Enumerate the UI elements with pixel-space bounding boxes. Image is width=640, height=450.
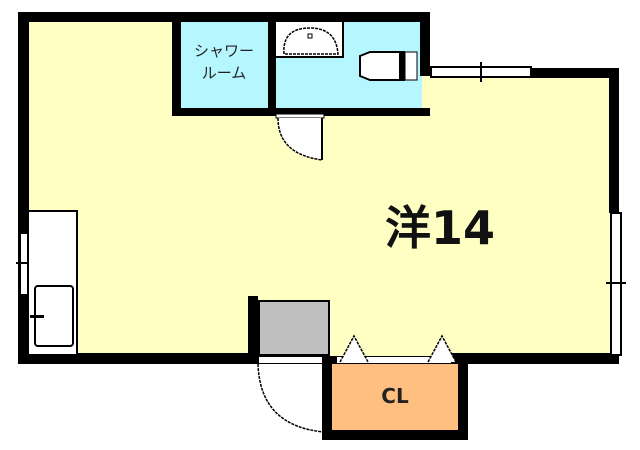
entry-wall-left	[248, 296, 258, 364]
exterior-top-right	[428, 0, 640, 72]
entry-door[interactable]	[256, 362, 330, 438]
wall-top-right	[530, 68, 619, 78]
closet-door-left[interactable]	[336, 332, 372, 364]
wall-shower-right	[268, 12, 276, 116]
main-room-label: 洋14	[384, 201, 495, 255]
toilet-icon	[359, 51, 418, 81]
kitchen-sink	[34, 285, 74, 347]
washbasin-icon	[283, 27, 339, 55]
wall-bottom-left	[18, 353, 258, 364]
closet-label: CL	[381, 384, 409, 408]
window-right-mullion	[606, 282, 626, 284]
shower-room-label-2: ルーム	[201, 64, 247, 82]
window-right	[610, 212, 622, 356]
closet	[332, 364, 458, 430]
wall-shower-left	[172, 12, 181, 116]
window-left-mullion	[16, 262, 28, 264]
shower-room-label-1: シャワー	[193, 42, 254, 60]
wall-left	[18, 12, 29, 364]
window-top-mullion	[480, 62, 482, 82]
closet-door-right[interactable]	[424, 332, 460, 364]
bathroom-door[interactable]	[275, 113, 328, 164]
wall-right	[609, 68, 619, 213]
window-left	[19, 232, 29, 296]
wall-bottom-right	[450, 353, 619, 364]
faucet	[30, 315, 44, 318]
wall-bath-right	[420, 12, 430, 76]
shower-room	[180, 20, 272, 112]
wall-wet-bottom	[172, 108, 430, 116]
wall-top	[18, 12, 430, 22]
entry-area	[258, 300, 330, 356]
